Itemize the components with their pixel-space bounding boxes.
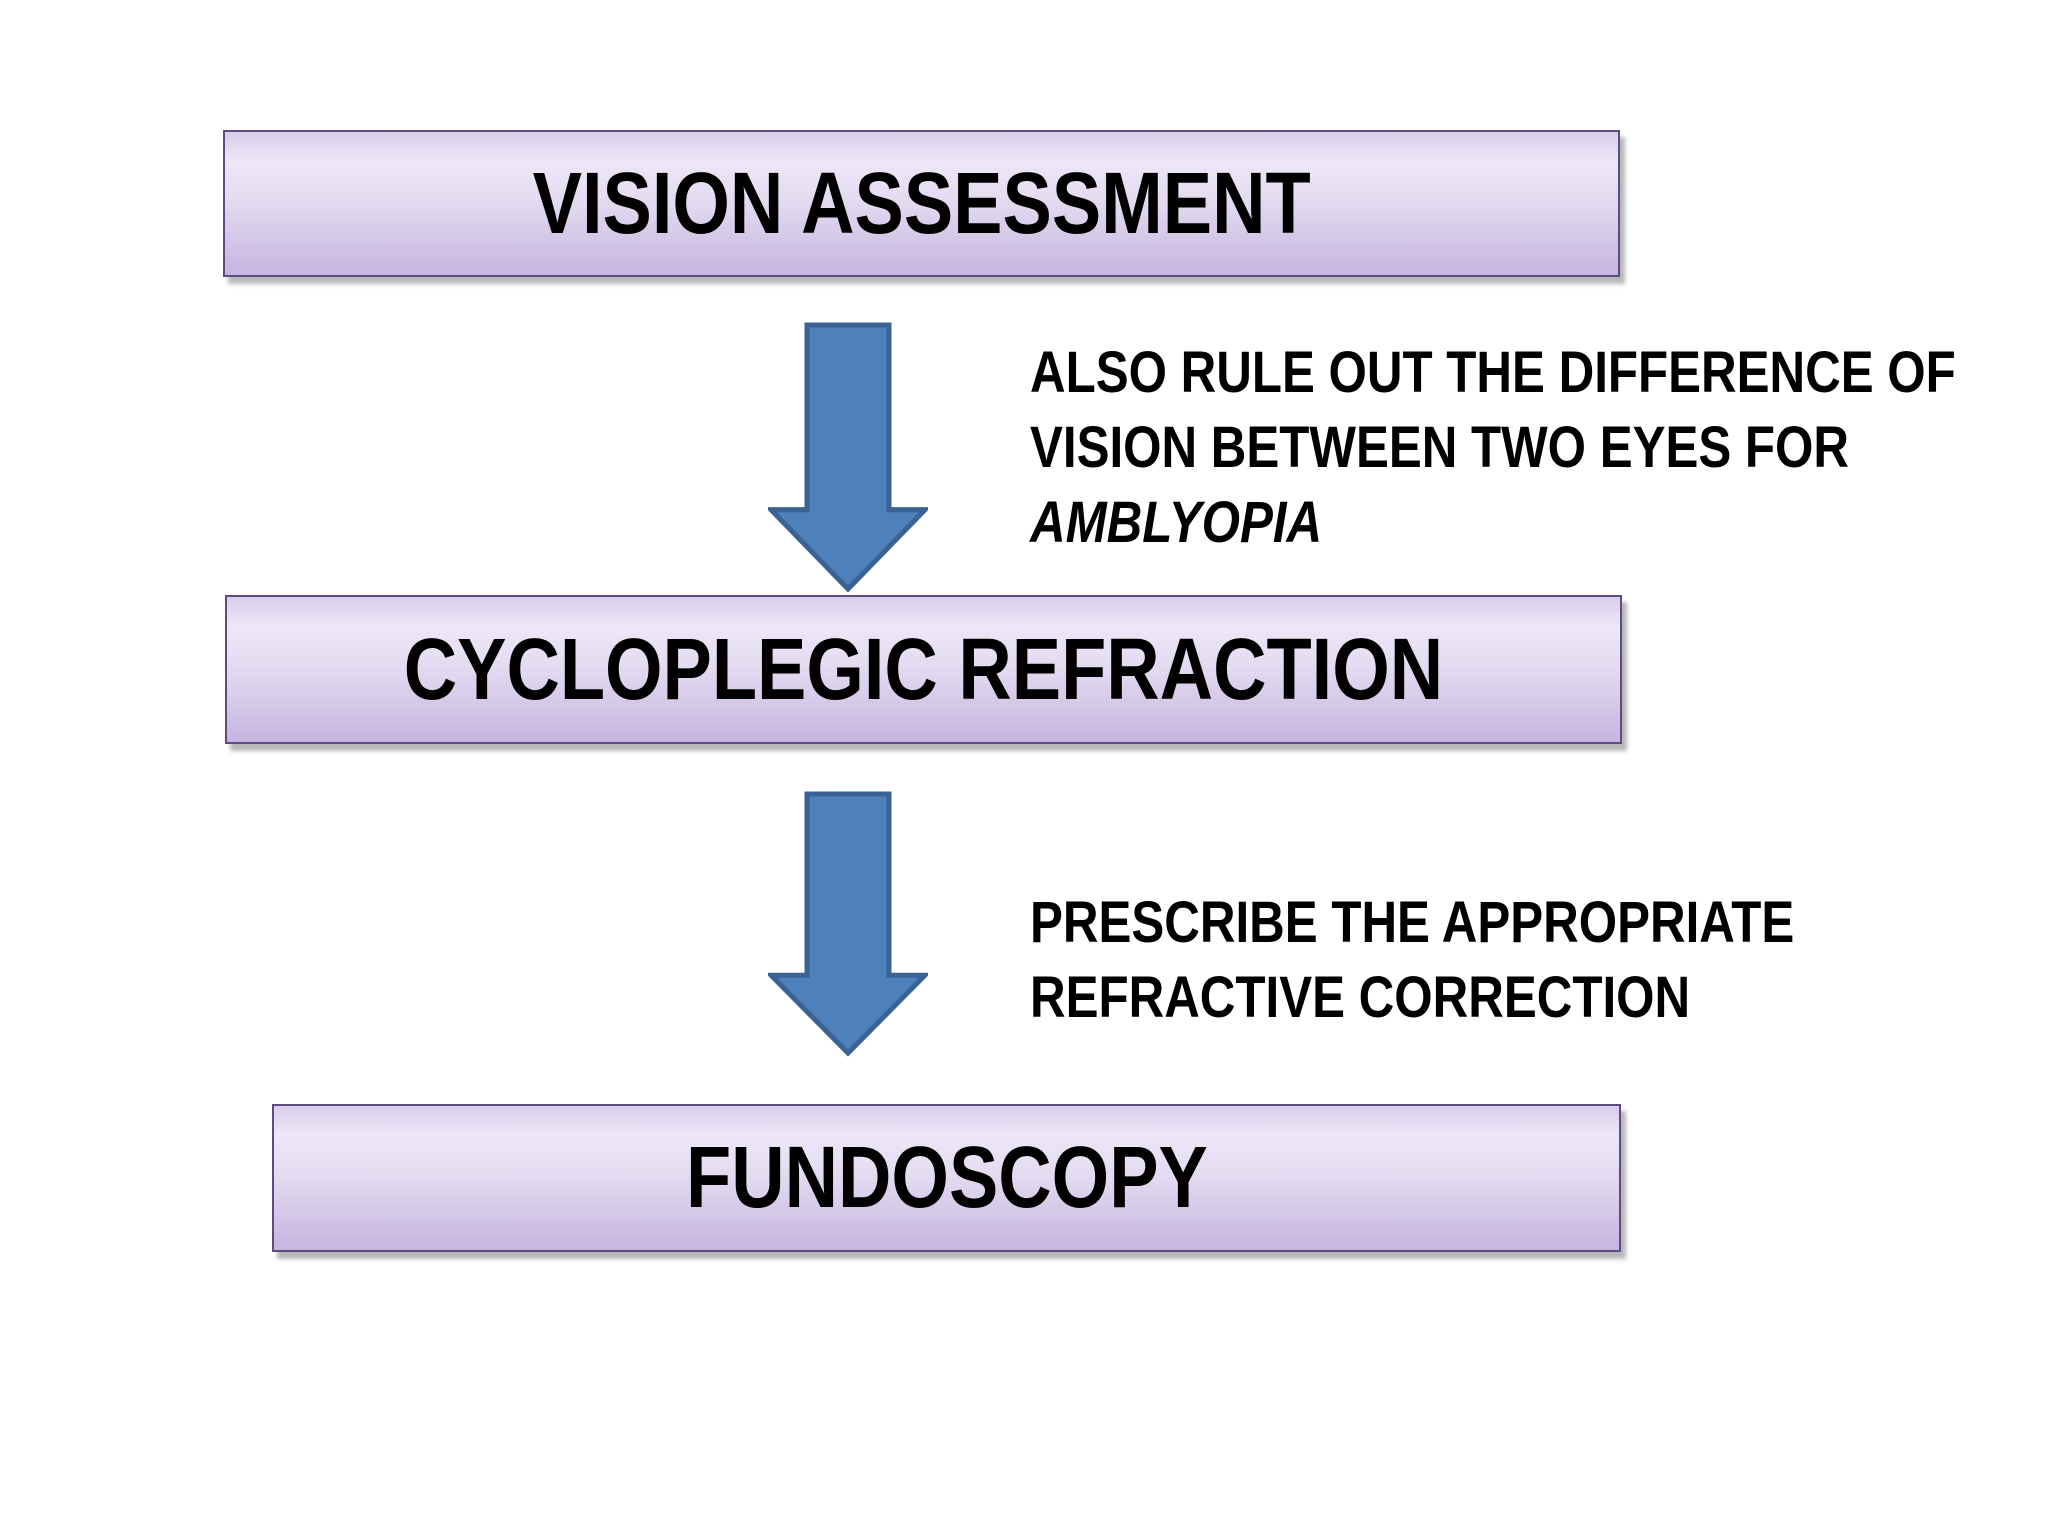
annotation-line-amblyopia: AMBLYOPIA [1030, 490, 1323, 555]
flow-box-vision-assessment-label: VISION ASSESSMENT [532, 154, 1311, 252]
annotation-line: REFRACTIVE CORRECTION [1030, 965, 1691, 1030]
down-arrow-icon [768, 791, 928, 1057]
annotation-amblyopia-note: ALSO RULE OUT THE DIFFERENCE OF VISION B… [1030, 335, 1956, 560]
annotation-line: PRESCRIBE THE APPROPRIATE [1030, 890, 1795, 955]
flow-box-cycloplegic-refraction: CYCLOPLEGIC REFRACTION [225, 595, 1622, 744]
annotation-line: VISION BETWEEN TWO EYES FOR [1030, 415, 1849, 480]
flow-box-cycloplegic-refraction-label: CYCLOPLEGIC REFRACTION [403, 620, 1444, 718]
down-arrow-icon [768, 322, 928, 593]
annotation-line: ALSO RULE OUT THE DIFFERENCE OF [1030, 340, 1956, 405]
flow-box-fundoscopy-label: FUNDOSCOPY [685, 1129, 1208, 1226]
flow-box-vision-assessment: VISION ASSESSMENT [223, 130, 1620, 277]
flow-box-fundoscopy: FUNDOSCOPY [272, 1104, 1621, 1252]
annotation-refractive-correction-note: PRESCRIBE THE APPROPRIATE REFRACTIVE COR… [1030, 885, 1794, 1035]
